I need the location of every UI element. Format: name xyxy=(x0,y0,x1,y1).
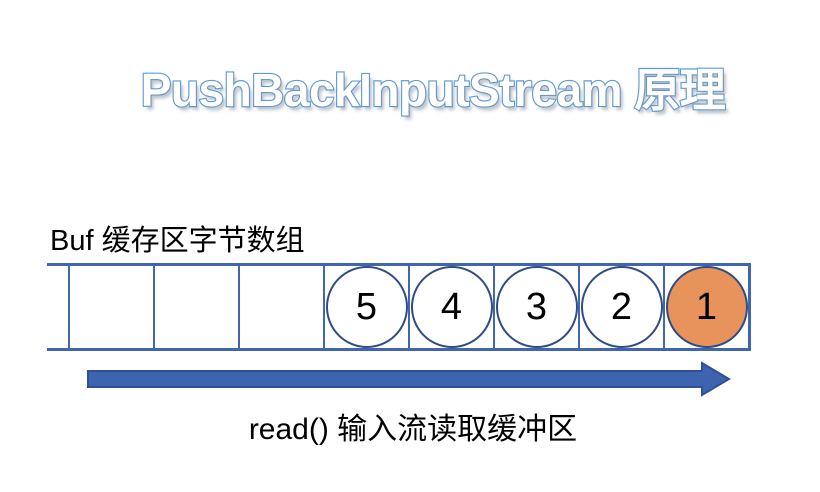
buffer-cell: 3 xyxy=(493,266,578,348)
right-arrow-icon xyxy=(87,361,731,397)
buffer-cell-empty xyxy=(238,266,323,348)
buffer-byte-array: 5 4 3 2 1 xyxy=(47,263,751,351)
page-title: PushBackInputStream 原理 xyxy=(140,63,727,117)
buffer-cell: 5 xyxy=(323,266,408,348)
byte-circle-pushback: 1 xyxy=(665,266,748,348)
buffer-cells: 5 4 3 2 1 xyxy=(68,266,751,348)
buffer-cell: 2 xyxy=(578,266,663,348)
buffer-cell-empty xyxy=(153,266,238,348)
read-flow-label: read() 输入流读取缓冲区 xyxy=(248,413,578,446)
buffer-cell: 4 xyxy=(408,266,493,348)
buffer-cell-empty xyxy=(68,266,153,348)
byte-circle: 5 xyxy=(325,266,408,348)
byte-circle: 3 xyxy=(495,266,578,348)
byte-circle: 4 xyxy=(410,266,493,348)
buffer-cell: 1 xyxy=(663,266,751,348)
right-arrow-shape xyxy=(87,361,731,397)
byte-circle: 2 xyxy=(580,266,663,348)
buffer-array-label: Buf 缓存区字节数组 xyxy=(50,225,305,257)
